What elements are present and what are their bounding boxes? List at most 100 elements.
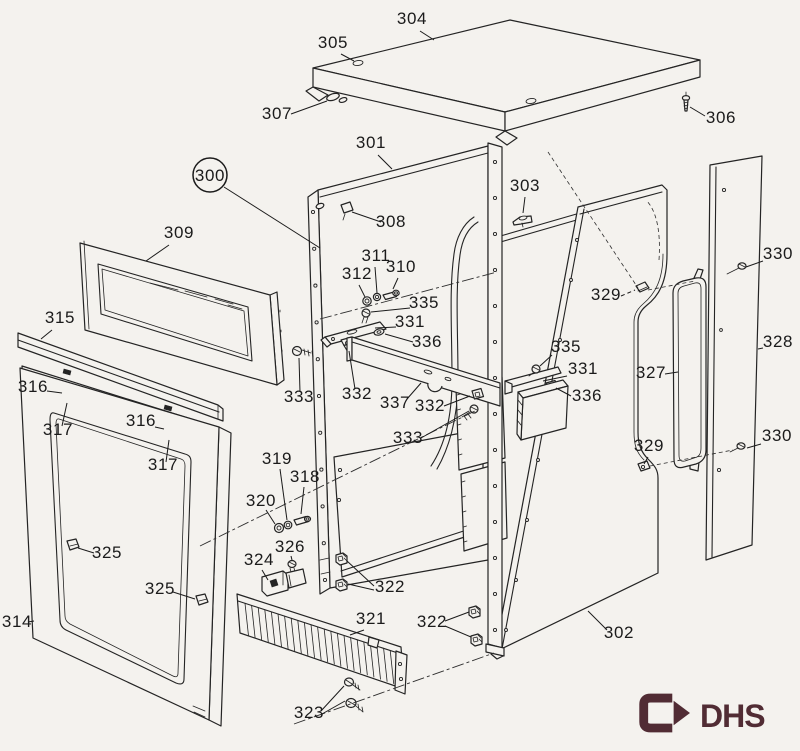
leader-line (377, 154, 393, 170)
part-label-323: 323 (294, 685, 346, 722)
part-number-text: 309 (164, 223, 194, 242)
part-label-318: 318 (290, 467, 319, 515)
part-number-text: 328 (763, 332, 793, 351)
part-number-text: 310 (386, 257, 416, 276)
part-number-text: 302 (604, 623, 634, 642)
leader-line (444, 611, 470, 622)
leader-line (165, 439, 170, 463)
part-label-324: 324 (244, 550, 273, 581)
assembly-callout-circle (192, 157, 228, 193)
logo-arrow-shaft (653, 707, 678, 719)
part-label-326: 326 (275, 537, 305, 561)
part-vent-grille-321 (236, 593, 408, 695)
part-label-304: 304 (397, 9, 435, 41)
part-curved-trim-327 (672, 268, 707, 472)
part-number-text: 316 (18, 377, 48, 396)
leader-line (643, 456, 649, 465)
part-number-text: 326 (275, 537, 305, 556)
leader-line (384, 333, 414, 343)
part-number-text: 336 (572, 386, 602, 405)
leader-line (346, 560, 375, 587)
leader-line (298, 357, 301, 393)
part-conduit-tube (430, 216, 479, 470)
part-label-319: 319 (262, 449, 291, 521)
part-label-337: 337 (380, 382, 422, 412)
part-clip-303 (512, 215, 533, 228)
part-rear-strip-328 (705, 155, 763, 561)
part-number-text: 323 (294, 703, 324, 722)
part-label-321: 321 (349, 609, 386, 636)
part-number-text: 316 (126, 411, 156, 430)
leader-line (745, 260, 764, 268)
glass-glare (149, 282, 243, 310)
part-number-text: 315 (45, 308, 75, 327)
part-number-text: 312 (342, 264, 372, 283)
part-number-text: 337 (380, 393, 410, 412)
leader-line (279, 468, 288, 521)
leader-line (300, 486, 305, 515)
part-number-text: 329 (634, 436, 664, 455)
logo-ring (639, 693, 673, 733)
part-number-text: 314 (2, 612, 32, 631)
leader-line (340, 53, 355, 62)
part-label-306: 306 (689, 106, 735, 127)
leader-line (358, 284, 366, 298)
part-number-text: 335 (551, 337, 581, 356)
bracket-notch (427, 382, 443, 393)
grille-end-plate (394, 650, 408, 695)
part-number-text: 321 (356, 609, 386, 628)
part-number-text: 333 (393, 428, 423, 447)
leader-line (444, 625, 472, 638)
part-nut-plate-332-right (471, 387, 485, 400)
part-label-307: 307 (262, 100, 328, 123)
leader-line (46, 390, 63, 394)
part-number-text: 325 (145, 579, 175, 598)
part-label-336: 336 (384, 332, 441, 351)
part-screw-323-b (345, 697, 364, 713)
part-washer-311 (372, 292, 382, 302)
part-label-314: 314 (2, 612, 35, 631)
part-number-text: 331 (395, 312, 425, 331)
part-door-314 (19, 367, 232, 727)
part-label-316: 316 (18, 377, 63, 396)
part-number-text: 329 (591, 285, 621, 304)
part-label-325: 325 (77, 543, 121, 562)
part-label-332: 332 (342, 350, 371, 403)
part-clip-322 (470, 633, 483, 647)
part-screw-335-center (361, 308, 371, 324)
part-top-panel-304 (305, 19, 701, 146)
part-number-text: 304 (397, 9, 427, 28)
part-nut-312 (362, 296, 372, 306)
part-number-text: 320 (246, 491, 276, 510)
rail-holes (310, 209, 328, 583)
leader-line (406, 382, 422, 400)
part-label-308: 308 (351, 211, 406, 231)
part-number-text: 307 (262, 104, 292, 123)
leader-line (347, 583, 375, 591)
part-number-text: 308 (376, 212, 406, 231)
leader-line (290, 100, 328, 115)
part-label-322: 322 (417, 611, 472, 638)
part-label-303: 303 (510, 176, 539, 214)
part-label-329: 329 (634, 436, 664, 465)
part-back-panel-top-edge (496, 212, 581, 244)
leader-line (539, 354, 553, 367)
dhs-logo: DHS (639, 693, 766, 734)
part-screw-335-right (528, 364, 541, 377)
part-clip-329-lower (637, 460, 651, 472)
leader-line (261, 569, 269, 581)
leader-line (392, 277, 399, 290)
part-label-330: 330 (745, 244, 792, 268)
logo-wordmark: DHS (700, 698, 765, 734)
part-bracket-331-center (320, 321, 387, 348)
part-label-317: 317 (148, 439, 177, 474)
leader-line (443, 395, 471, 407)
part-label-309: 309 (145, 223, 194, 262)
vent-hole-305 (352, 59, 364, 67)
part-number-text: 305 (318, 33, 348, 52)
part-label-317: 317 (43, 402, 72, 439)
bracket-308 (340, 201, 354, 214)
part-screw-333-bottom (461, 404, 479, 421)
leader-line (419, 30, 435, 41)
